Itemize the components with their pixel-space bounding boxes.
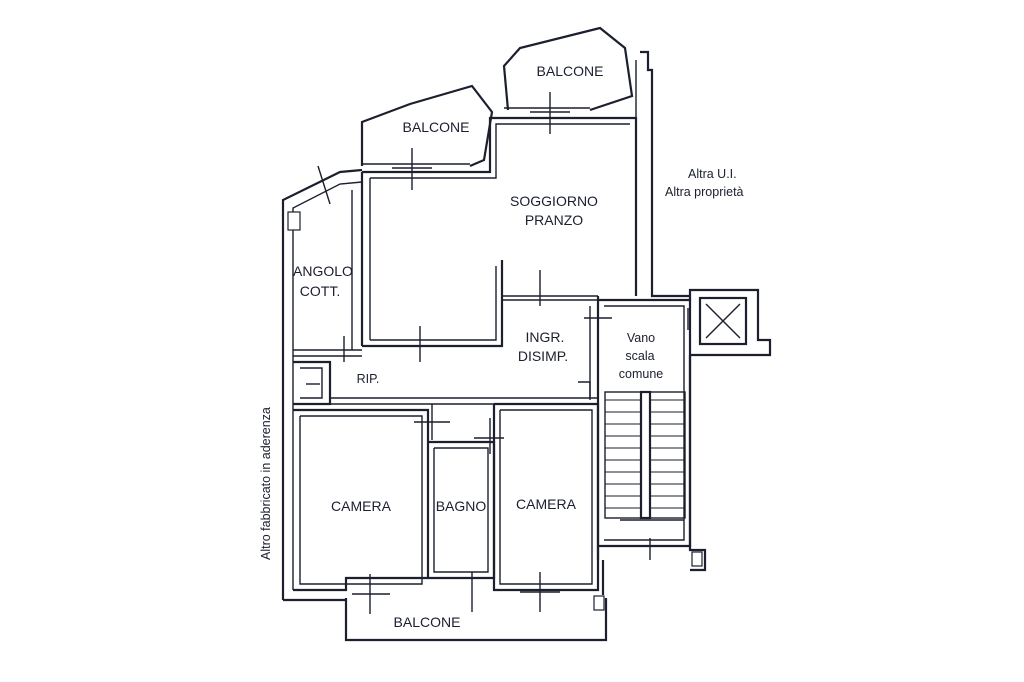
label-ingresso-2: DISIMP. (518, 348, 568, 364)
label-vano-3: comune (619, 367, 664, 381)
label-vano-2: scala (625, 349, 654, 363)
room-ripostiglio (293, 360, 332, 406)
label-angolo-2: COTT. (300, 283, 340, 299)
label-camera-left: CAMERA (331, 498, 392, 514)
annotation-altro-fabbricato: Altro fabbricato in aderenza (259, 407, 273, 560)
elevator-shaft (698, 296, 748, 346)
annotation-altra-proprieta: Altra proprietà (665, 185, 744, 199)
balcony-middle (360, 84, 494, 168)
label-vano-1: Vano (627, 331, 655, 345)
room-soggiorno (360, 116, 638, 348)
label-soggiorno-1: SOGGIORNO (510, 193, 598, 209)
room-camera-right (492, 402, 600, 592)
label-balcone-mid: BALCONE (403, 119, 470, 135)
annotation-altra-ui: Altra U.I. (688, 167, 737, 181)
wall-markers (287, 211, 703, 611)
label-balcone-top: BALCONE (537, 63, 604, 79)
balcony-top (502, 26, 634, 112)
label-camera-right: CAMERA (516, 496, 577, 512)
label-rip: RIP. (357, 372, 380, 386)
openings (306, 92, 689, 614)
label-ingresso-1: INGR. (526, 329, 565, 345)
label-balcone-bottom: BALCONE (394, 614, 461, 630)
label-soggiorno-2: PRANZO (525, 212, 583, 228)
room-angolo-cottura (293, 190, 362, 357)
stairwell (598, 288, 772, 572)
balcony-bottom (344, 598, 608, 642)
label-angolo-1: ANGOLO (293, 263, 353, 279)
outer-walls (281, 50, 690, 602)
stair-treads (605, 399, 685, 509)
label-bagno: BAGNO (436, 498, 487, 514)
room-camera-left (293, 408, 430, 592)
